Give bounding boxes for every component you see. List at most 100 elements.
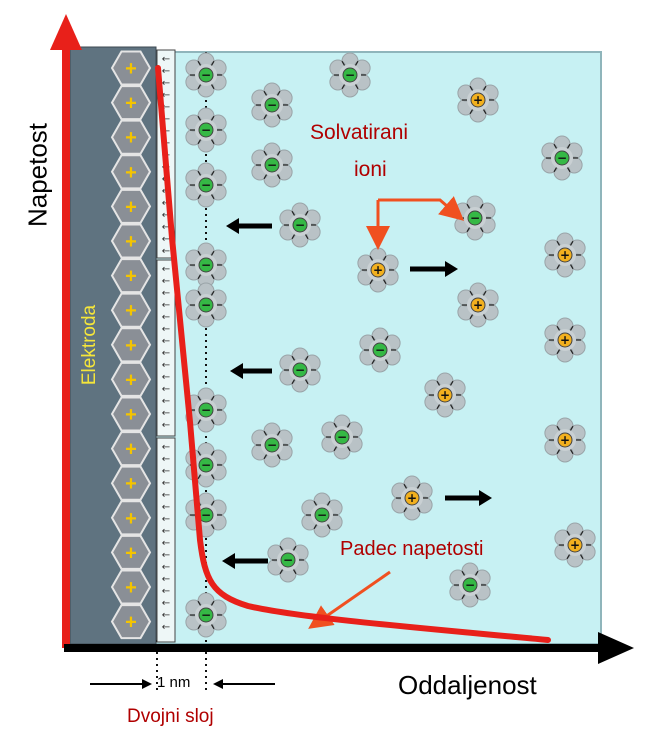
svg-text:−: −	[375, 343, 385, 357]
water-dipole-icon: ←	[162, 348, 170, 359]
water-dipole-icon: ←	[162, 54, 170, 65]
hexagon-plus-icon: +	[110, 431, 152, 467]
svg-text:+: +	[125, 335, 137, 357]
water-dipole-icon: ←	[162, 324, 170, 335]
solvated-cation-icon: +	[544, 417, 586, 463]
svg-text:−: −	[201, 258, 211, 272]
solvated-ions-label-line2: ioni	[354, 158, 387, 181]
water-layer-segment	[156, 437, 176, 643]
solvated-pointer-arrow	[378, 196, 465, 221]
solvated-anion-icon: −	[251, 142, 293, 188]
hexagon-plus-icon: +	[110, 50, 152, 86]
svg-text:+: +	[125, 612, 137, 634]
water-dipole-icon: ←	[162, 408, 170, 419]
svg-text:−: −	[201, 123, 211, 137]
solvated-anion-icon: −	[449, 562, 491, 608]
water-dipole-icon: ←	[162, 586, 170, 597]
hexagon-plus-icon: +	[110, 119, 152, 155]
hexagon-plus-icon: +	[110, 292, 152, 328]
svg-text:+: +	[407, 491, 417, 505]
svg-text:−: −	[470, 211, 480, 225]
water-dipole-icon: ←	[162, 490, 170, 501]
hexagon-plus-icon: +	[110, 361, 152, 397]
svg-text:+: +	[373, 263, 383, 277]
water-dipole-icon: ←	[162, 114, 170, 125]
x-axis-label: Oddaljenost	[398, 670, 537, 700]
motion-arrow	[230, 363, 272, 379]
svg-text:+: +	[125, 93, 137, 115]
solvated-anion-icon: −	[185, 107, 227, 153]
potential-curve	[155, 65, 551, 643]
hexagon-plus-icon: +	[110, 258, 152, 294]
svg-text:+: +	[570, 538, 580, 552]
svg-text:+: +	[125, 127, 137, 149]
svg-text:+: +	[125, 577, 137, 599]
water-dipole-icon: ←	[162, 574, 170, 585]
water-dipole-icon: ←	[162, 514, 170, 525]
hexagon-plus-icon: +	[110, 396, 152, 432]
electrode-label: Elektroda	[79, 304, 100, 386]
water-dipole-icon: ←	[162, 222, 170, 233]
motion-arrow	[410, 261, 458, 277]
water-dipole-icon: ←	[162, 312, 170, 323]
svg-text:+: +	[560, 433, 570, 447]
solvated-cation-icon: +	[357, 247, 399, 293]
hexagon-plus-icon: +	[110, 188, 152, 224]
water-dipole-icon: ←	[162, 396, 170, 407]
svg-text:−: −	[201, 403, 211, 417]
solvated-cation-icon: +	[554, 522, 596, 568]
svg-text:+: +	[125, 542, 137, 564]
water-dipole-icon: ←	[162, 78, 170, 89]
svg-text:−: −	[201, 458, 211, 472]
solvated-anion-icon: −	[321, 414, 363, 460]
svg-text:−: −	[295, 218, 305, 232]
motion-arrow	[222, 553, 268, 569]
svg-text:+: +	[473, 93, 483, 107]
distance-scale-label: 1 nm	[157, 674, 191, 691]
svg-text:−: −	[295, 363, 305, 377]
solvated-cation-icon: +	[457, 77, 499, 123]
double-layer-label: Dvojni sloj	[127, 706, 214, 727]
svg-text:−: −	[201, 298, 211, 312]
hexagon-plus-icon: +	[110, 154, 152, 190]
hexagon-plus-icon: +	[110, 534, 152, 570]
water-dipole-icon: ←	[162, 502, 170, 513]
hexagon-plus-icon: +	[110, 223, 152, 259]
water-dipole-icon: ←	[162, 300, 170, 311]
x-axis-arrowhead	[598, 632, 634, 664]
svg-text:+: +	[560, 333, 570, 347]
y-axis-label: Napetost	[22, 122, 53, 228]
svg-text:−: −	[557, 151, 567, 165]
solvated-anion-icon: −	[185, 282, 227, 328]
svg-text:+: +	[473, 298, 483, 312]
hexagon-plus-icon: +	[110, 85, 152, 121]
solvated-anion-icon: −	[279, 347, 321, 393]
water-dipole-icon: ←	[162, 610, 170, 621]
water-dipole-icon: ←	[162, 598, 170, 609]
solvated-anion-icon: −	[359, 327, 401, 373]
hexagon-plus-icon: +	[110, 465, 152, 501]
water-dipole-icon: ←	[162, 622, 170, 633]
voltage-drop-pointer-arrow	[308, 570, 391, 629]
y-axis-arrowhead	[50, 14, 82, 50]
svg-text:+: +	[560, 248, 570, 262]
svg-text:−: −	[267, 438, 277, 452]
hexagon-plus-icon: +	[110, 569, 152, 605]
solvated-anion-icon: −	[185, 52, 227, 98]
svg-text:+: +	[440, 388, 450, 402]
water-dipole-icon: ←	[162, 442, 170, 453]
svg-text:−: −	[465, 578, 475, 592]
water-dipole-icon: ←	[162, 384, 170, 395]
solvated-anion-icon: −	[185, 442, 227, 488]
water-dipole-icon: ←	[162, 562, 170, 573]
solvated-cation-icon: +	[544, 232, 586, 278]
water-dipole-icon: ←	[162, 90, 170, 101]
solvated-anion-icon: −	[251, 82, 293, 128]
water-dipole-icon: ←	[162, 234, 170, 245]
svg-text:+: +	[125, 508, 137, 530]
hexagon-plus-icon: +	[110, 327, 152, 363]
water-dipole-icon: ←	[162, 276, 170, 287]
svg-text:+: +	[125, 404, 137, 426]
water-dipole-icon: ←	[162, 336, 170, 347]
